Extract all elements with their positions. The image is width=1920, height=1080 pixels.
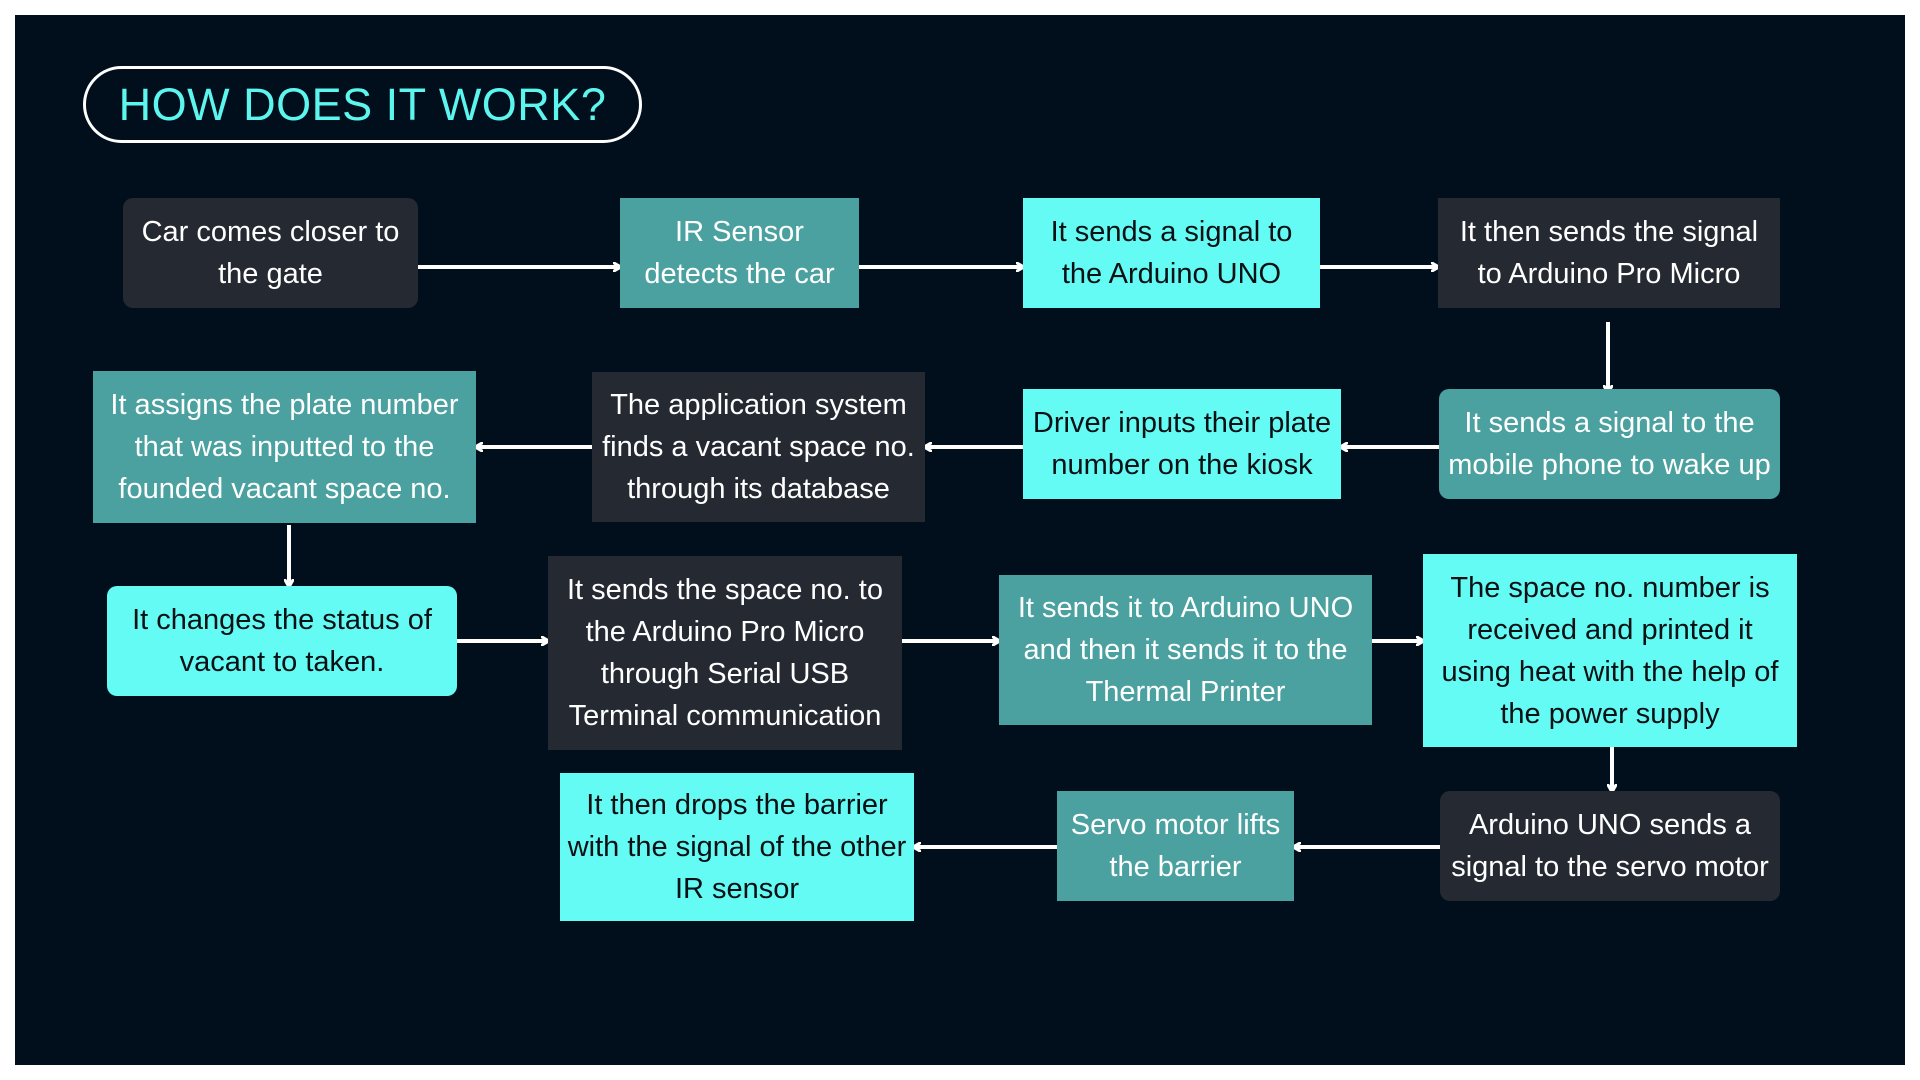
step-find-vacant-space: The application system finds a vacant sp… [592,372,925,522]
step-send-to-pro-micro: It sends the space no. to the Arduino Pr… [548,556,902,750]
step-change-status: It changes the status of vacant to taken… [107,586,457,696]
step-assign-plate: It assigns the plate number that was inp… [93,371,476,523]
step-print-space-no: The space no. number is received and pri… [1423,554,1797,747]
step-send-to-printer: It sends it to Arduino UNO and then it s… [999,575,1372,725]
step-driver-inputs-plate: Driver inputs their plate number on the … [1023,389,1341,499]
step-car-approaches: Car comes closer to the gate [123,198,418,308]
slide: HOW DOES IT WORK? Car comes closer to th… [15,15,1905,1065]
flow-arrows [15,15,1905,1065]
step-servo-lifts: Servo motor lifts the barrier [1057,791,1294,901]
step-drop-barrier: It then drops the barrier with the signa… [560,773,914,921]
step-signal-to-uno: It sends a signal to the Arduino UNO [1023,198,1320,308]
step-uno-to-servo: Arduino UNO sends a signal to the servo … [1440,791,1780,901]
step-signal-to-pro-micro: It then sends the signal to Arduino Pro … [1438,198,1780,308]
page-title: HOW DOES IT WORK? [83,66,642,143]
step-ir-sensor-detects: IR Sensor detects the car [620,198,859,308]
step-wake-mobile: It sends a signal to the mobile phone to… [1439,389,1780,499]
